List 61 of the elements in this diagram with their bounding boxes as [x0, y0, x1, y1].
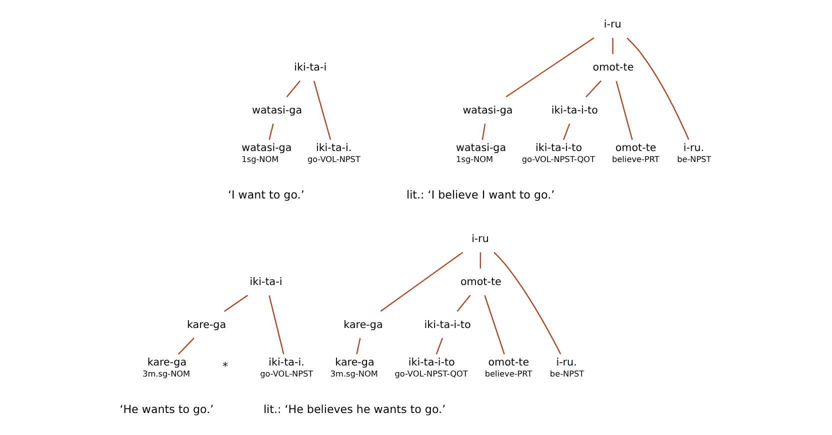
node-text: iki-ta-i-to [550, 104, 598, 116]
node-text: i-ru [471, 233, 488, 246]
node-text: iki-ta-i-to [535, 142, 582, 154]
node-label: 1sg-NOM [241, 154, 278, 164]
connector [268, 295, 284, 354]
node-text: iki-ta-i-to [424, 318, 470, 331]
node-text: omot-te [614, 142, 656, 154]
connector [484, 295, 504, 354]
node-label: go-VOL-NPST [260, 368, 313, 378]
node-label: 1sg-NOM [456, 154, 493, 164]
connector [286, 80, 300, 98]
connector [456, 294, 470, 312]
node-label: be-NPST [676, 154, 711, 164]
connector [562, 123, 570, 140]
connector [479, 252, 481, 268]
node-label: 3m.sg-NOM [330, 368, 378, 378]
node-text: i-ru. [556, 356, 576, 368]
node-text: watasi-ga [462, 104, 512, 116]
node-text: iki-ta-i. [268, 356, 304, 368]
node-label: go-VOL-NPST-QOT [394, 368, 468, 378]
connector [312, 80, 331, 140]
connector [585, 80, 601, 98]
node-text: kare-ga [343, 318, 382, 331]
node-text: watasi-ga [456, 142, 506, 154]
node-text: iki-ta-i [249, 276, 282, 288]
connector [505, 37, 594, 98]
node-text: kare-ga [334, 356, 374, 368]
node-text: omot-te [592, 62, 634, 74]
connector [268, 124, 274, 140]
connector [177, 338, 194, 355]
connector [612, 38, 613, 54]
node-text: omot-te [460, 276, 501, 288]
node-text: iki-ta-i-to [408, 356, 454, 368]
connector [493, 252, 561, 354]
node-text: watasi-ga [241, 142, 292, 154]
label: * [222, 360, 228, 374]
connector [356, 338, 360, 354]
label: lit.: ‘He believes he wants to go.’ [262, 403, 446, 416]
connector [224, 294, 248, 312]
node-text: kare-ga [186, 318, 226, 331]
label: ‘I want to go.’ [227, 188, 304, 202]
node-text: iki-ta-i. [315, 142, 352, 154]
connector [615, 80, 632, 140]
node-label: go-VOL-NPST-QOT [521, 154, 595, 164]
node-text: kare-ga [146, 356, 186, 368]
node-text: i-ru [603, 18, 621, 31]
connector [435, 338, 442, 354]
label: lit.: ‘I believe I want to go.’ [406, 188, 554, 202]
node-label: go-VOL-NPST [306, 154, 360, 164]
connector [626, 38, 689, 140]
node-text: omot-te [488, 356, 529, 368]
label: ‘He wants to go.’ [119, 403, 214, 416]
node-label: believe-PRT [612, 154, 659, 164]
node-text: iki-ta-i [294, 62, 326, 74]
connector [481, 124, 486, 140]
connector [380, 252, 463, 312]
node-label: be-NPST [549, 368, 584, 378]
node-text: watasi-ga [252, 104, 302, 116]
node-label: 3m.sg-NOM [142, 368, 190, 378]
node-text: i-ru. [682, 142, 704, 154]
node-label: believe-PRT [484, 368, 532, 378]
